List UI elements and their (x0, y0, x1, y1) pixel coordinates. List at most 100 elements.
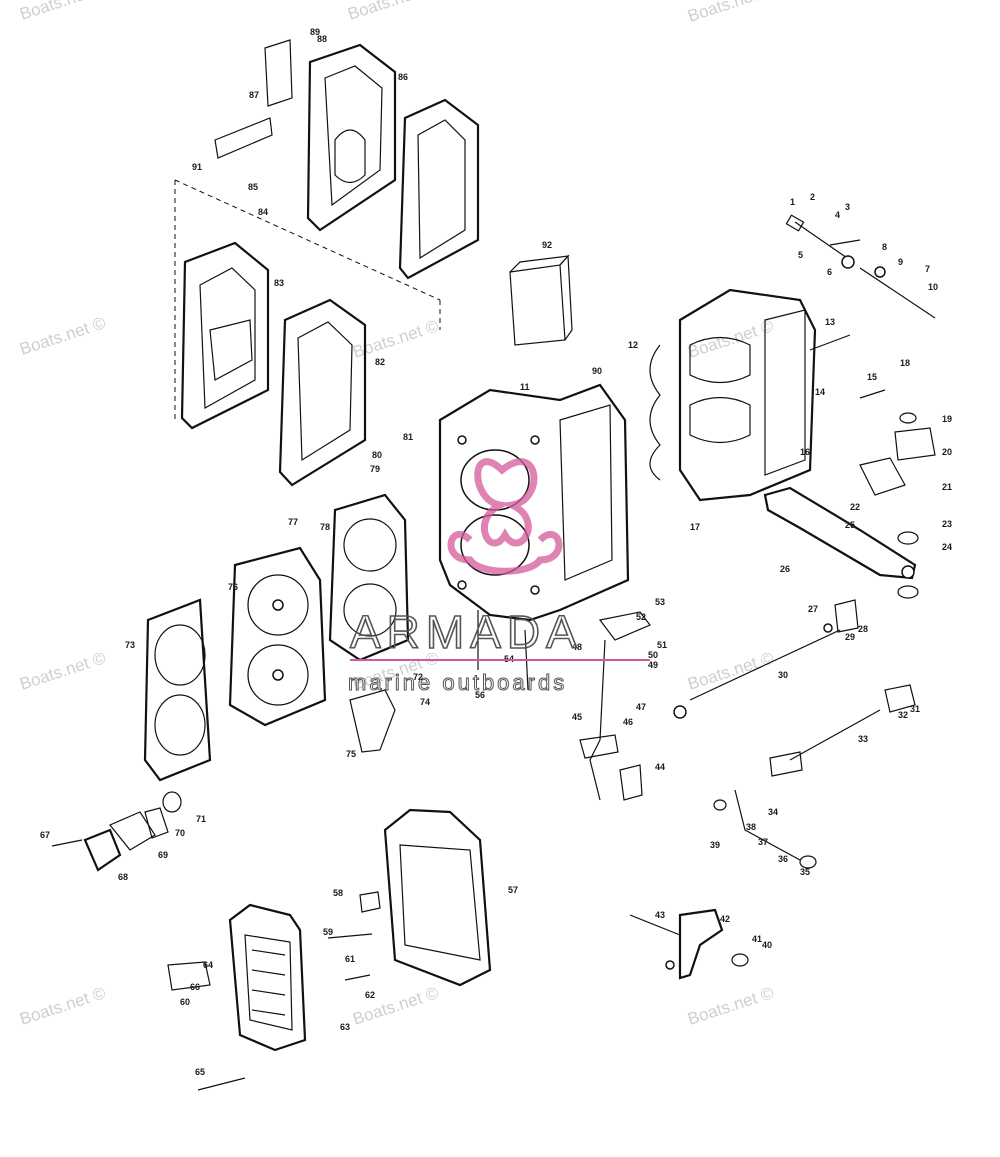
callout-label-16: 16 (800, 447, 810, 457)
brand-tagline: marine outboards (348, 670, 567, 695)
callout-label-75: 75 (346, 749, 356, 759)
callout-label-69: 69 (158, 850, 168, 860)
callout-label-43: 43 (655, 910, 665, 920)
armada-logo: ARMADA marine outboards (348, 458, 650, 696)
rod-30 (689, 629, 841, 701)
cover-plate-86-inner (324, 65, 383, 207)
cylinder-head-group (143, 493, 410, 782)
crankcase-11 (678, 288, 817, 502)
callout-label-48: 48 (572, 642, 582, 652)
cylinder-head-76 (228, 546, 327, 727)
callout-label-86: 86 (398, 72, 408, 82)
callout-label-57: 57 (508, 885, 518, 895)
callout-label-9: 9 (898, 257, 903, 267)
callout-label-7: 7 (925, 264, 930, 274)
callout-label-60: 60 (180, 997, 190, 1007)
gasket-69 (109, 811, 156, 851)
callout-label-82: 82 (375, 357, 385, 367)
thermostat-70 (144, 807, 169, 839)
callout-label-37: 37 (758, 837, 768, 847)
seal-71 (162, 791, 182, 813)
callout-label-29: 29 (845, 632, 855, 642)
plate-21 (859, 457, 906, 496)
head-cover-73 (143, 598, 212, 782)
callout-label-28: 28 (858, 624, 868, 634)
callout-label-80: 80 (372, 450, 382, 460)
callout-label-76: 76 (228, 582, 238, 592)
callout-label-70: 70 (175, 828, 185, 838)
link-52 (598, 611, 651, 641)
callout-label-77: 77 (288, 517, 298, 527)
callout-label-31: 31 (910, 704, 920, 714)
callout-label-26: 26 (780, 564, 790, 574)
callout-label-30: 30 (778, 670, 788, 680)
callout-label-90: 90 (592, 366, 602, 376)
callout-label-68: 68 (118, 872, 128, 882)
bracket-25 (763, 486, 917, 580)
callout-label-81: 81 (403, 432, 413, 442)
box-92 (509, 264, 566, 346)
mount-bracket-group (763, 412, 936, 599)
brand-name: ARMADA (350, 606, 583, 658)
bracket-75 (349, 689, 396, 753)
callout-label-10: 10 (928, 282, 938, 292)
screw-43 (629, 914, 681, 936)
callout-label-25: 25 (845, 520, 855, 530)
callout-label-40: 40 (762, 940, 772, 950)
lever-group (629, 908, 749, 980)
callout-label-11: 11 (520, 382, 530, 392)
exhaust-cover-group (174, 39, 573, 487)
callout-label-51: 51 (657, 640, 667, 650)
callout-label-39: 39 (710, 840, 720, 850)
watermark-text: Boats.net © (685, 0, 776, 26)
callout-label-67: 67 (40, 830, 50, 840)
callout-label-72: 72 (413, 672, 423, 682)
callout-label-36: 36 (778, 854, 788, 864)
callout-label-66: 66 (190, 982, 200, 992)
plate-64 (228, 903, 307, 1052)
callout-label-5: 5 (798, 250, 803, 260)
cover-plate-83-baffle (209, 319, 253, 381)
callout-label-88: 88 (317, 34, 327, 44)
callout-label-22: 22 (850, 502, 860, 512)
callout-label-78: 78 (320, 522, 330, 532)
callout-label-84: 84 (258, 207, 268, 217)
box-92-side (559, 254, 573, 341)
block-31 (769, 751, 803, 777)
box-92-top (509, 255, 570, 273)
callout-label-64: 64 (203, 960, 213, 970)
watermark-text: Boats.net © (17, 983, 108, 1029)
callout-label-85: 85 (248, 182, 258, 192)
callout-label-3: 3 (845, 202, 850, 212)
center-linkage-group (477, 599, 916, 869)
callout-label-19: 19 (942, 414, 952, 424)
armada-flower-icon (447, 458, 563, 575)
throttle-linkage-top (785, 214, 936, 319)
gasket-82-lower (278, 298, 367, 487)
callout-label-46: 46 (623, 717, 633, 727)
callout-label-74: 74 (420, 697, 430, 707)
watermark-text: Boats.net © (685, 648, 776, 694)
callout-label-42: 42 (720, 914, 730, 924)
callout-label-35: 35 (800, 867, 810, 877)
decal-91 (214, 117, 273, 159)
thermostat-group (51, 791, 182, 872)
watermark-text: Boats.net © (17, 313, 108, 359)
callout-label-34: 34 (768, 807, 778, 817)
callout-label-53: 53 (655, 597, 665, 607)
callout-label-87: 87 (249, 90, 259, 100)
watermark-text: Boats.net © (17, 648, 108, 694)
callout-label-56: 56 (475, 690, 485, 700)
cylinder-block-group (438, 383, 630, 622)
watermark-text: Boats.net © (17, 0, 108, 24)
block-side-face (559, 404, 613, 581)
callout-label-91: 91 (192, 162, 202, 172)
strip-87 (264, 39, 293, 107)
callout-label-52: 52 (636, 612, 646, 622)
rod-37 (734, 789, 801, 861)
callout-label-8: 8 (882, 242, 887, 252)
gasket-82-top (398, 98, 480, 280)
callout-label-58: 58 (333, 888, 343, 898)
